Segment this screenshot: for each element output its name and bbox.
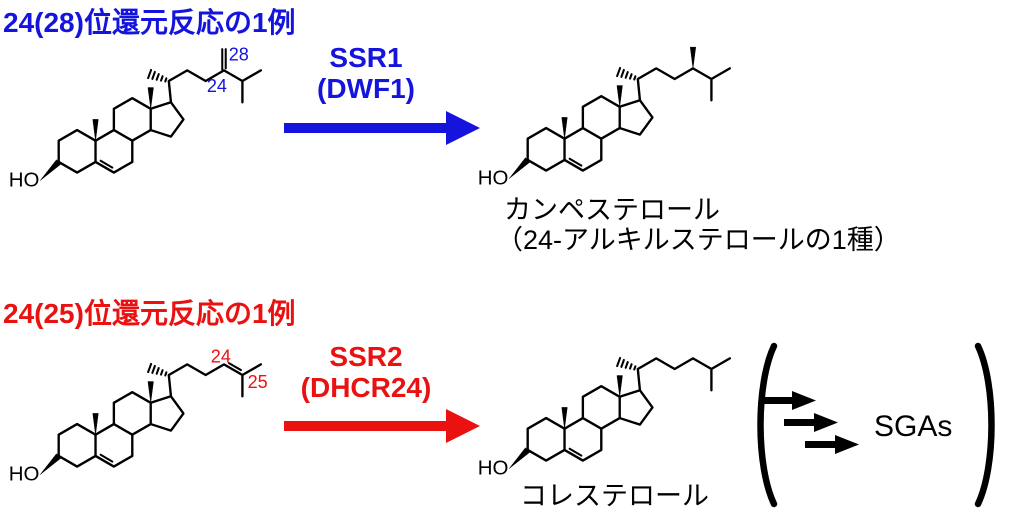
hydroxyl-label: HO: [9, 462, 40, 485]
enzyme-synonym: (DHCR24): [300, 372, 432, 403]
downstream-arrow-3: [805, 435, 859, 454]
sgas-label: SGAs: [874, 410, 953, 443]
hydroxyl-label: HO: [478, 456, 509, 479]
24-methylenecholesterol-structure: HO 24 28: [9, 44, 263, 191]
campesterol-name: カンペステロール: [504, 195, 720, 225]
campesterol-note: （24-アルキルステロールの1種）: [496, 225, 901, 255]
enzyme-label-ssr1: SSR1 (DWF1): [276, 42, 456, 104]
section1-title: 24(28)位還元反応の1例: [3, 7, 296, 38]
cholesterol-structure: HO: [478, 356, 732, 479]
enzyme-synonym: (DWF1): [317, 73, 415, 104]
hydroxyl-label: HO: [9, 168, 40, 191]
enzyme-name: SSR2: [329, 341, 403, 372]
c24-position-label: 24: [211, 346, 231, 366]
reaction-arrow-1: [284, 111, 480, 145]
downstream-arrow-1: [762, 391, 816, 410]
bracket-right: [974, 342, 995, 508]
campesterol-caption: カンペステロール （24-アルキルステロールの1種）: [496, 195, 901, 255]
reaction-arrow-2: [284, 409, 480, 443]
section2-title: 24(25)位還元反応の1例: [3, 298, 296, 329]
c25-position-label: 25: [248, 372, 268, 392]
bracket-left: [757, 342, 778, 508]
desmosterol-structure: HO 24 25: [9, 346, 268, 485]
enzyme-name: SSR1: [329, 42, 403, 73]
c24-position-label: 24: [207, 76, 227, 96]
hydroxyl-label: HO: [478, 166, 509, 189]
c28-position-label: 28: [229, 44, 249, 64]
enzyme-label-ssr2: SSR2 (DHCR24): [276, 341, 456, 403]
campesterol-structure: HO: [478, 46, 732, 189]
downstream-arrow-2: [784, 413, 838, 432]
cholesterol-name: コレステロール: [520, 481, 709, 511]
